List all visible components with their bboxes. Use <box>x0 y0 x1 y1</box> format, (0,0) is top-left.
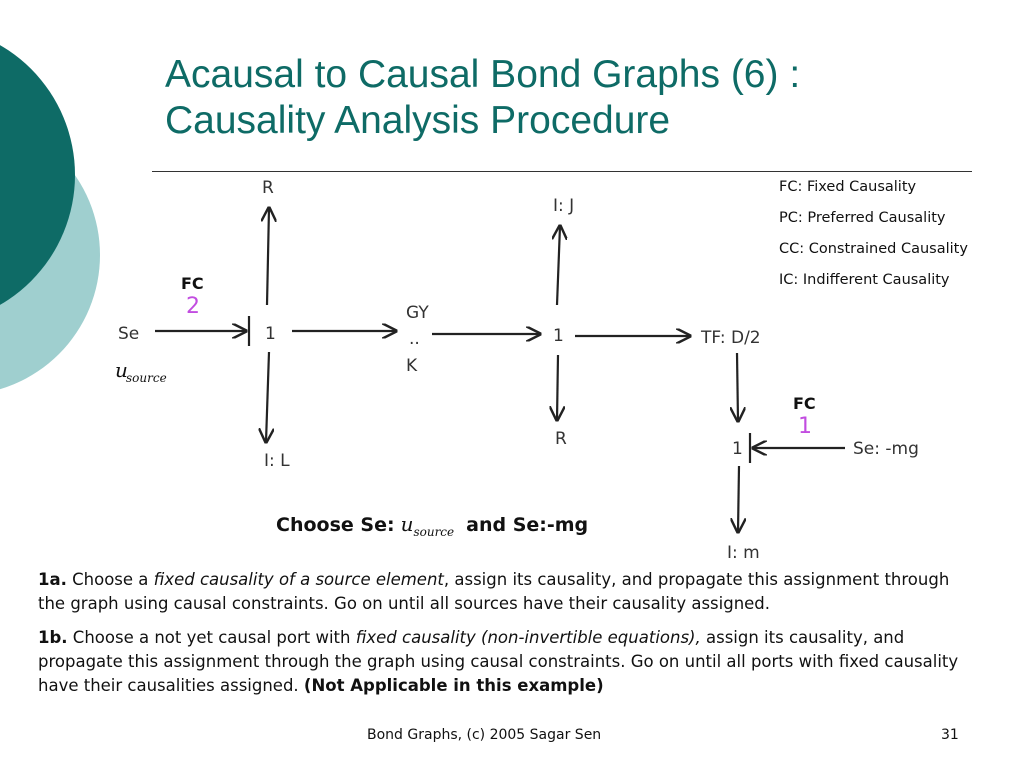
step-1b-label: 1b. <box>38 628 68 647</box>
slide-title: Acausal to Causal Bond Graphs (6) : Caus… <box>165 52 985 144</box>
slide-decoration <box>0 45 100 390</box>
node-r-bottom: R <box>555 429 567 449</box>
step-1b: 1b. Choose a not yet causal port with fi… <box>38 626 978 698</box>
legend-item-pc: PC: Preferred Causality <box>779 210 946 226</box>
step-1b-text-2: assign its causality, and propagate this… <box>38 628 959 695</box>
node-junction1-right: 1 <box>732 439 743 459</box>
page-number: 31 <box>941 727 959 743</box>
choose-prefix: Choose Se: <box>276 514 395 536</box>
node-junction1-left: 1 <box>265 324 276 344</box>
choose-suffix: and Se:-mg <box>466 514 589 536</box>
bond-junction2-to-ij <box>557 226 560 306</box>
step-1a: 1a. Choose a fixed causality of a source… <box>38 568 978 616</box>
step-1a-label: 1a. <box>38 570 67 589</box>
step-1b-note: (Not Applicable in this example) <box>303 676 604 695</box>
title-divider <box>152 171 972 172</box>
u-source-subscript: source <box>126 371 167 385</box>
step-1b-emphasis: fixed causality (non-invertible equation… <box>355 628 701 647</box>
bond-graph-diagram: Se R 1 I: L GY .. K I: J 1 R TF: D/2 1 S… <box>115 178 919 563</box>
node-i-j: I: J <box>553 196 574 216</box>
node-r-top: R <box>262 178 274 198</box>
legend-item-ic: IC: Indifferent Causality <box>779 272 950 288</box>
node-i-l: I: L <box>264 451 290 471</box>
u-source-symbol: u <box>115 358 128 382</box>
node-junction1-mid: 1 <box>553 326 564 346</box>
causality-legend: FC: Fixed Causality PC: Preferred Causal… <box>779 177 968 301</box>
step-1a-text-2: , assign its causality, and propagate th… <box>38 570 950 613</box>
choose-sources-caption: Choose Se:usource and Se:-mg <box>276 512 588 539</box>
bond-junction1-to-r <box>267 208 269 306</box>
choose-u-symbol: u <box>400 512 414 536</box>
order-number-left: 2 <box>186 294 200 319</box>
title-line-1: Acausal to Causal Bond Graphs (6) : <box>165 53 801 96</box>
bond-junction2-to-r <box>557 354 558 420</box>
legend-item-fc: FC: Fixed Causality <box>779 179 917 195</box>
procedure-text: 1a. Choose a fixed causality of a source… <box>38 568 978 708</box>
legend-item-cc: CC: Constrained Causality <box>779 241 968 257</box>
step-1a-text-1: Choose a <box>66 570 154 589</box>
node-se: Se <box>118 324 139 344</box>
title-line-2: Causality Analysis Procedure <box>165 99 671 142</box>
node-i-m: I: m <box>727 543 760 563</box>
step-1a-emphasis: fixed causality of a source element <box>153 570 444 589</box>
fc-label-right: FC <box>793 394 816 413</box>
footer-credit: Bond Graphs, (c) 2005 Sagar Sen <box>367 727 602 743</box>
node-gy-line2: .. <box>409 329 420 349</box>
fc-label-left: FC <box>181 274 204 293</box>
deco-dark-circle <box>0 45 75 305</box>
order-number-right: 1 <box>798 414 812 439</box>
step-1b-text-1: Choose a not yet causal port with <box>67 628 356 647</box>
node-se-mg: Se: -mg <box>853 439 919 459</box>
node-tf: TF: D/2 <box>700 328 761 348</box>
bond-junction1-to-il <box>266 351 269 442</box>
node-gy-line3: K <box>406 356 418 376</box>
choose-u-subscript: source <box>413 524 455 539</box>
bond-tf-to-junction3 <box>737 352 738 421</box>
node-gy-line1: GY <box>406 303 429 323</box>
bond-junction3-to-im <box>738 465 739 532</box>
